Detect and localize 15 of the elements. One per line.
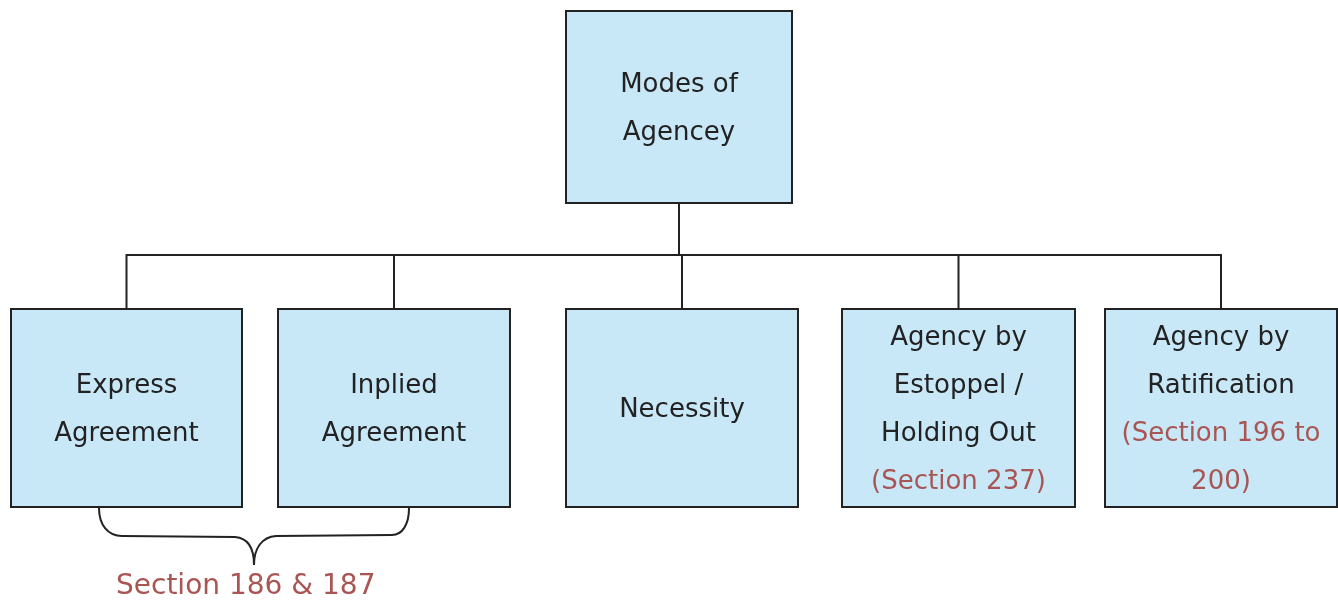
category-box — [1104, 308, 1338, 508]
box-label: Agency by Estoppel / Holding Out — [880, 320, 1037, 449]
box-label: Agency by Ratification — [1146, 320, 1296, 401]
box-label: Express Agreement — [53, 368, 200, 449]
section-label: Section 186 & 187 — [116, 568, 376, 600]
category-box — [277, 308, 511, 508]
box-label: Necessity — [619, 392, 745, 425]
category-box — [565, 308, 799, 508]
box-label: Inplied Agreement — [320, 368, 468, 449]
box-label: Modes of Agencey — [619, 67, 740, 148]
section-reference: (Section 237) — [871, 464, 1046, 497]
category-box — [565, 10, 793, 204]
section-reference: (Section 196 to 200) — [1120, 416, 1322, 497]
category-box — [841, 308, 1076, 508]
category-box — [10, 308, 243, 508]
